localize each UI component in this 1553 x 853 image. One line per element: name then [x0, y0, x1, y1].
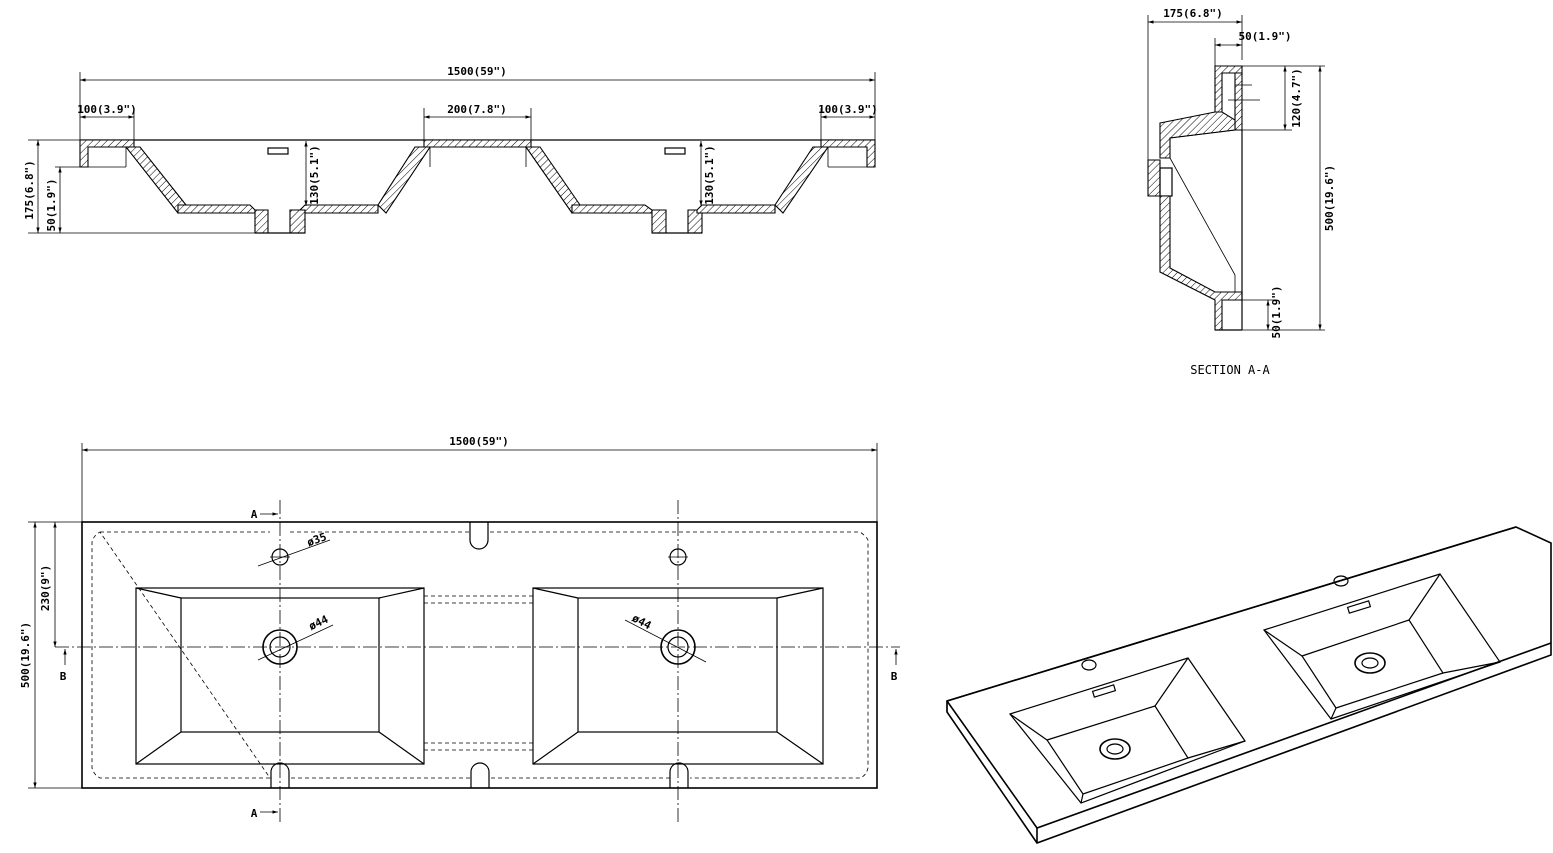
side-back-height-label: 120(4.7") [1290, 68, 1303, 128]
section-a-bottom-marker: A [251, 807, 258, 820]
right-drain-diameter-label: ø44 [630, 612, 654, 633]
front-height-label: 175(6.8") [23, 160, 36, 220]
front-left-bowl-depth-label: 130(5.1") [308, 145, 321, 205]
front-middle-gap-label: 200(7.8") [447, 103, 507, 116]
section-b-right-marker: B [891, 670, 898, 683]
front-right-bowl-depth-label: 130(5.1") [703, 145, 716, 205]
plan-centerline-offset-label: 230(9") [39, 565, 52, 611]
isometric-view [946, 526, 1552, 844]
plan-view: 1500(59") [19, 435, 900, 825]
section-a-top-marker: A [251, 508, 258, 521]
front-section-view: 1500(59") 100(3.9") 200(7.8") 100(3.9") … [23, 65, 878, 234]
side-section-view: 175(6.8") 50(1.9") 120(4.7") 500(19.6") … [1147, 7, 1336, 377]
front-overall-width-label: 1500(59") [447, 65, 507, 78]
front-left-margin-label: 100(3.9") [77, 103, 137, 116]
side-top-width-label: 175(6.8") [1163, 7, 1223, 20]
side-rim-width-label: 50(1.9") [1239, 30, 1292, 43]
section-b-left-marker: B [60, 670, 67, 683]
left-drain-diameter-label: ø44 [307, 613, 331, 633]
plan-overall-width-label: 1500(59") [449, 435, 509, 448]
section-a-a-caption: SECTION A-A [1190, 363, 1270, 377]
side-overall-depth-label: 500(19.6") [1323, 165, 1336, 231]
tap-hole-diameter-label: ø35 [305, 530, 328, 549]
front-right-margin-label: 100(3.9") [818, 103, 878, 116]
side-front-rim-label: 50(1.9") [1270, 286, 1283, 339]
front-rim-height-label: 50(1.9") [45, 179, 58, 232]
plan-overall-depth-label: 500(19.6") [19, 622, 32, 688]
